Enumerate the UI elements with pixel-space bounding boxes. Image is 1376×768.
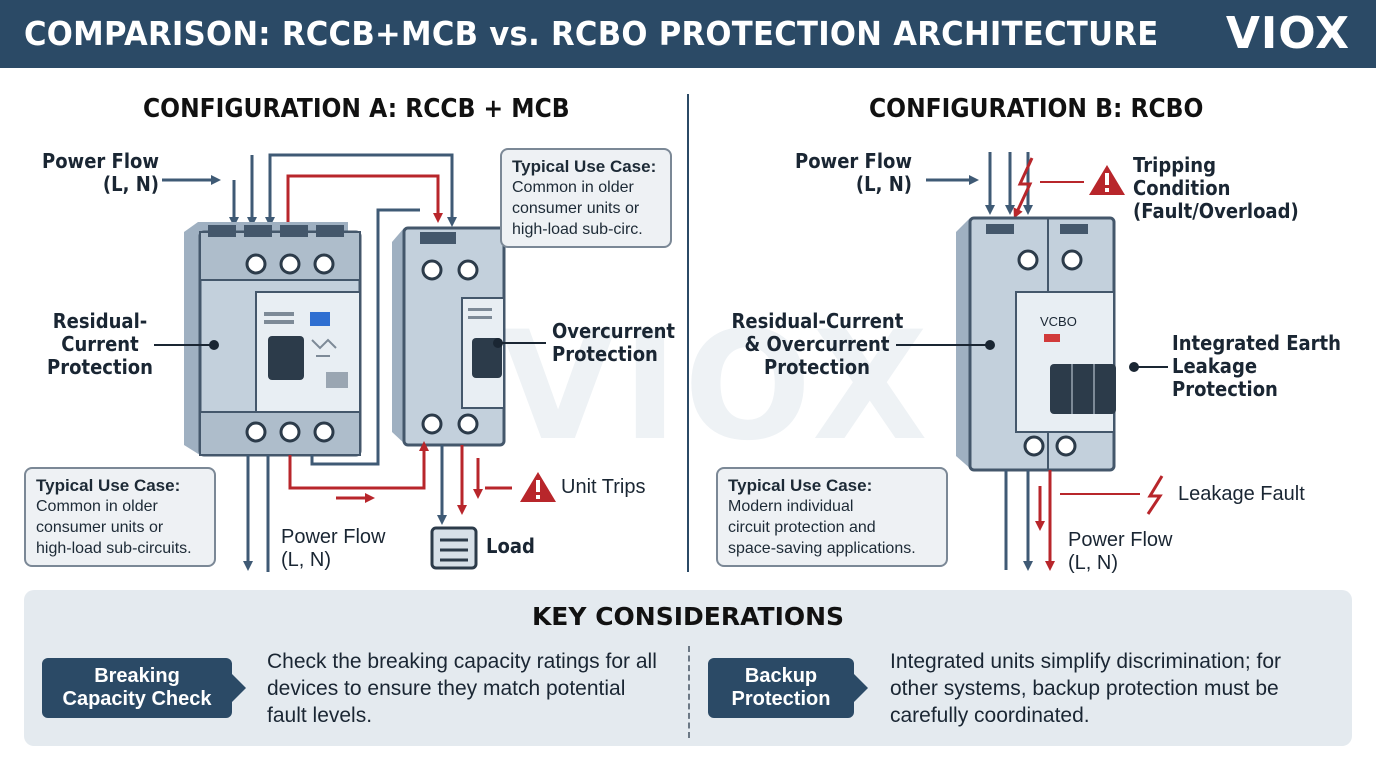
tripping-warning-icon <box>1089 165 1125 195</box>
unit-trips-label: Unit Trips <box>561 476 646 498</box>
rcbo-device-label: VCBO <box>1040 314 1077 329</box>
breaking-capacity-text: Check the breaking capacity ratings for … <box>267 650 657 727</box>
mcb-device <box>392 226 506 447</box>
viox-logo: VIOX <box>1225 8 1350 59</box>
config-b-power-flow-out: Power Flow(L, N) <box>1068 529 1173 574</box>
warning-icon <box>520 472 556 502</box>
use-case-box-top: Typical Use Case: Common in older consum… <box>500 148 672 248</box>
config-a-power-flow-in: Power Flow(L, N) <box>42 149 159 196</box>
watermark: VIOX <box>500 300 934 474</box>
config-b-output-wires <box>1004 470 1140 571</box>
config-b-power-flow-in: Power Flow(L, N) <box>795 149 912 196</box>
config-a-output-wires <box>243 208 512 572</box>
key-considerations-title: KEY CONSIDERATIONS <box>531 602 845 631</box>
rcbo-input-wires <box>985 152 1033 215</box>
page-title: COMPARISON: RCCB+MCB vs. RCBO PROTECTION… <box>24 14 1159 53</box>
config-b-title: CONFIGURATION B: RCBO <box>869 94 1204 124</box>
leakage-bolt-icon <box>1146 475 1164 515</box>
key-divider <box>688 646 690 738</box>
header-bar: COMPARISON: RCCB+MCB vs. RCBO PROTECTION… <box>0 0 1376 68</box>
leakage-fault-label: Leakage Fault <box>1178 483 1305 505</box>
rccb-input-wires <box>229 153 457 227</box>
rcbo-use-case-box: Typical Use Case: Modern individual circ… <box>716 467 948 567</box>
config-a-title: CONFIGURATION A: RCCB + MCB <box>143 94 570 124</box>
load-label: Load <box>486 534 535 558</box>
backup-protection-text: Integrated units simplify discrimination… <box>890 650 1281 727</box>
load-icon <box>430 526 478 570</box>
config-a-power-flow-out: Power Flow(L, N) <box>281 526 386 571</box>
trip-bolt-icon <box>1013 157 1034 219</box>
rcbo-device <box>956 216 1116 472</box>
protection-diagram: VCBO <box>154 94 1168 572</box>
rccb-device <box>184 222 362 457</box>
use-case-box-bottom: Typical Use Case: Common in older consum… <box>24 467 216 567</box>
